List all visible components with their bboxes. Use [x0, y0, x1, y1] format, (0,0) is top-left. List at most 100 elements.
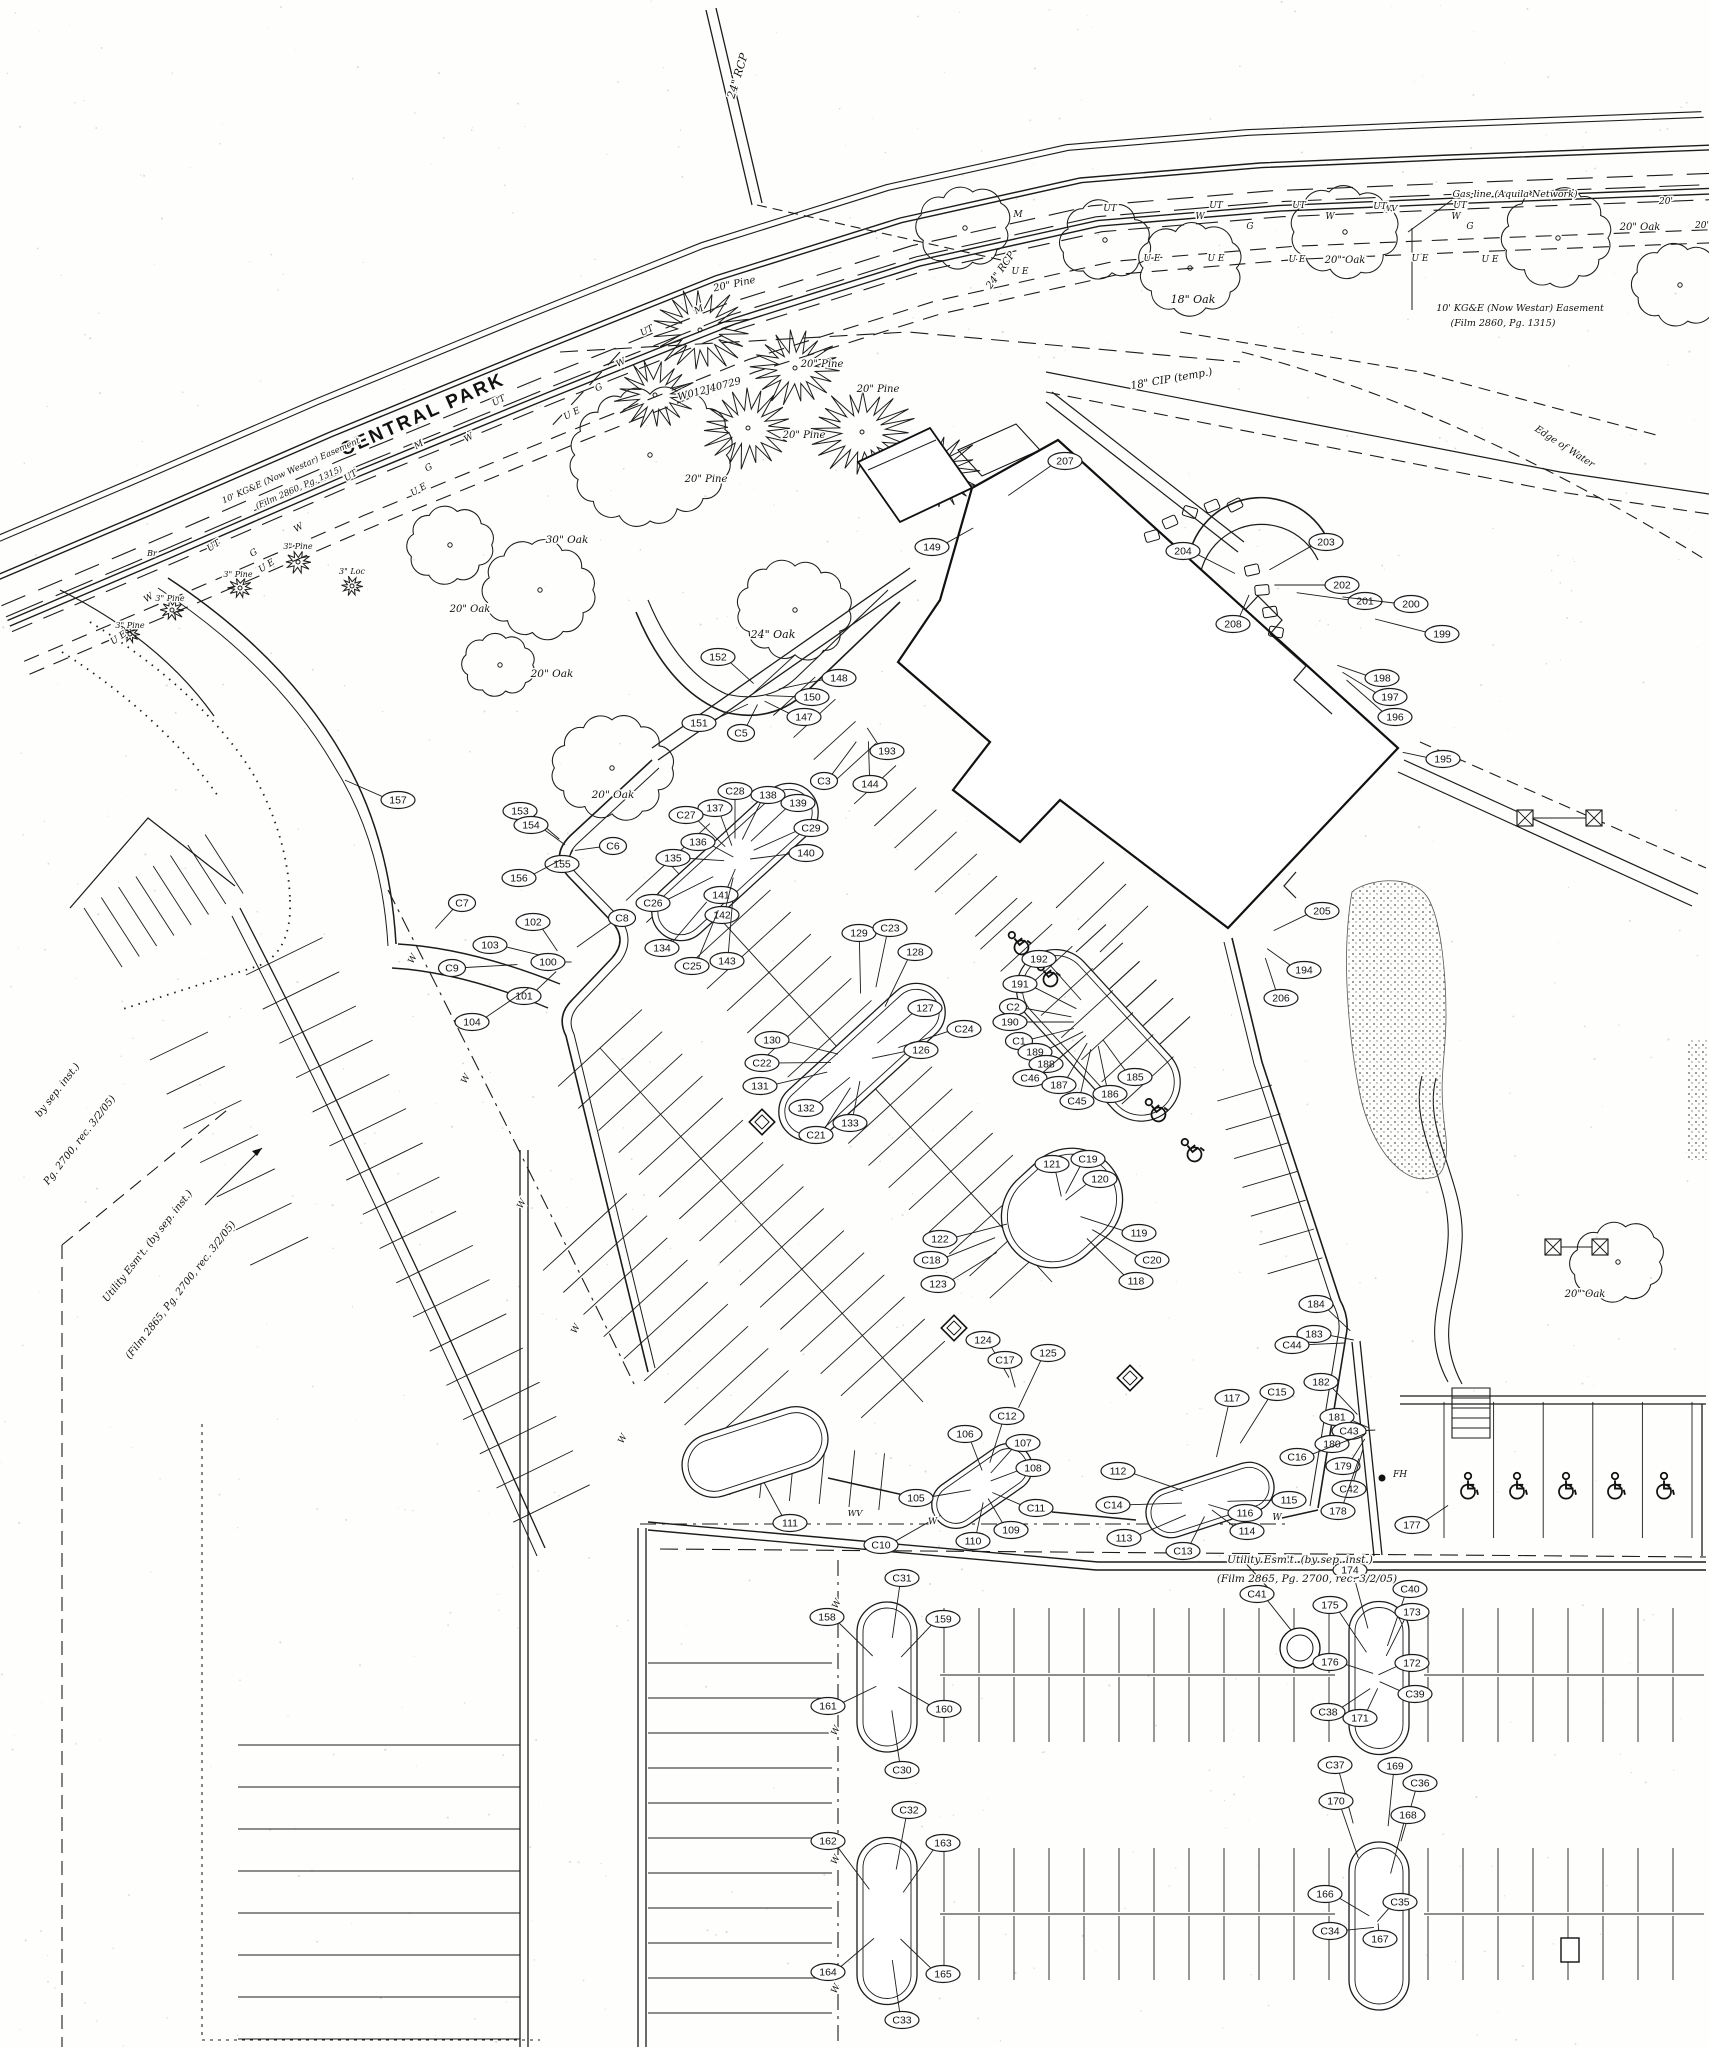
- noise-dot: [1092, 236, 1094, 238]
- noise-dot: [734, 1220, 737, 1223]
- callout-number: 115: [1281, 1495, 1298, 1507]
- stall-line: [658, 1158, 702, 1198]
- callout-bubble: [1239, 1584, 1275, 1604]
- label-3-pine: 3" Pine: [155, 594, 184, 603]
- noise-dot: [1649, 1277, 1652, 1280]
- callout-number: 108: [1024, 1463, 1042, 1475]
- noise-dot: [297, 828, 299, 830]
- noise-dot: [21, 1344, 24, 1347]
- noise-dot: [1398, 554, 1400, 557]
- callout-leader: [1327, 1309, 1351, 1332]
- callout-number: 204: [1174, 546, 1192, 558]
- noise-dot: [524, 126, 526, 128]
- noise-dot: [1360, 627, 1362, 629]
- noise-dot: [474, 2018, 476, 2020]
- noise-dot: [427, 993, 430, 996]
- noise-dot: [236, 2034, 239, 2036]
- stall-line: [640, 1053, 683, 1093]
- callout-C16: C16: [1279, 1438, 1351, 1467]
- callout-122: 122: [922, 1223, 1008, 1249]
- island-inner-curb: [687, 1412, 823, 1492]
- noise-dot: [89, 337, 92, 340]
- noise-dot: [1192, 1359, 1194, 1361]
- noise-dot: [54, 1987, 56, 1989]
- stall-line: [752, 654, 796, 694]
- noise-dot: [1295, 1486, 1298, 1489]
- callout-number: 202: [1333, 580, 1351, 592]
- callout-bubble: [989, 1406, 1025, 1426]
- noise-dot: [666, 89, 669, 92]
- noise-dot: [1552, 1943, 1555, 1945]
- noise-dot: [1218, 1555, 1221, 1557]
- noise-dot: [22, 834, 24, 836]
- noise-dot: [351, 177, 354, 180]
- island-inner-curb: [1006, 1153, 1118, 1263]
- stall-line: [396, 1244, 473, 1284]
- noise-dot: [501, 1127, 504, 1129]
- callout-167: 167: [1362, 1923, 1398, 1949]
- noise-dot: [1666, 128, 1669, 130]
- label-w: W: [1272, 1513, 1282, 1523]
- callout-leader: [895, 1514, 942, 1542]
- label-wv: WV: [848, 1509, 864, 1519]
- noise-dot: [276, 1418, 279, 1420]
- noise-dot: [1155, 1201, 1156, 1203]
- noise-dot: [980, 150, 983, 152]
- stall-line: [700, 1119, 744, 1159]
- callout-bubble: [1320, 1501, 1356, 1521]
- callout-bubble: [925, 1609, 961, 1629]
- callout-leader: [1269, 545, 1312, 571]
- callout-bubble: [1028, 1054, 1064, 1074]
- noise-dot: [879, 1160, 881, 1163]
- callout-number: 188: [1037, 1059, 1055, 1071]
- callout-bubble: [700, 647, 736, 667]
- noise-dot: [631, 1208, 634, 1211]
- callout-number: 198: [1373, 673, 1391, 685]
- callout-leader: [1365, 1429, 1376, 1431]
- callout-number: 129: [850, 928, 868, 940]
- callout-leader: [1342, 671, 1376, 693]
- noise-dot: [1326, 163, 1328, 165]
- noise-dot: [1674, 809, 1677, 812]
- noise-dot: [1267, 2004, 1270, 2007]
- noise-dot: [896, 848, 898, 851]
- noise-dot: [272, 565, 275, 568]
- noise-dot: [891, 1137, 894, 1139]
- callout-leader: [1346, 679, 1383, 712]
- stall-line: [496, 1450, 574, 1489]
- noise-dot: [0, 1673, 3, 1676]
- callout-number: 194: [1295, 965, 1313, 977]
- noise-dot: [1110, 1402, 1112, 1404]
- noise-dot: [555, 1318, 558, 1320]
- noise-dot: [1446, 440, 1448, 442]
- noise-dot: [451, 1125, 454, 1128]
- callout-number: 111: [782, 1518, 798, 1530]
- stall-line: [233, 1202, 292, 1232]
- callout-170: 170: [1318, 1791, 1359, 1859]
- callout-bubble: [530, 952, 566, 972]
- noise-dot: [1305, 1060, 1307, 1062]
- callout-bubble: [947, 1424, 983, 1444]
- callout-leader: [1080, 1216, 1123, 1231]
- noise-dot: [236, 1527, 239, 1529]
- noise-dot: [482, 554, 485, 556]
- noise-dot: [398, 960, 401, 963]
- noise-dot: [1139, 1365, 1141, 1367]
- callout-number: C30: [892, 1765, 911, 1777]
- stall-line: [809, 977, 852, 1018]
- callout-C5: C5: [726, 704, 758, 743]
- callout-leader: [843, 1685, 877, 1703]
- noise-dot: [404, 1509, 406, 1511]
- noise-dot: [122, 2045, 125, 2047]
- callout-182: 182: [1303, 1372, 1358, 1415]
- callout-number: 157: [389, 795, 407, 807]
- utility-line-w: [5, 184, 1709, 618]
- noise-dot: [1581, 1604, 1584, 1607]
- callout-leader: [574, 846, 600, 851]
- noise-dot: [909, 1136, 912, 1139]
- noise-dot: [909, 1066, 911, 1068]
- callout-bubble: [1106, 1528, 1142, 1548]
- noise-dot: [1269, 889, 1271, 891]
- callout-number: 125: [1039, 1348, 1057, 1360]
